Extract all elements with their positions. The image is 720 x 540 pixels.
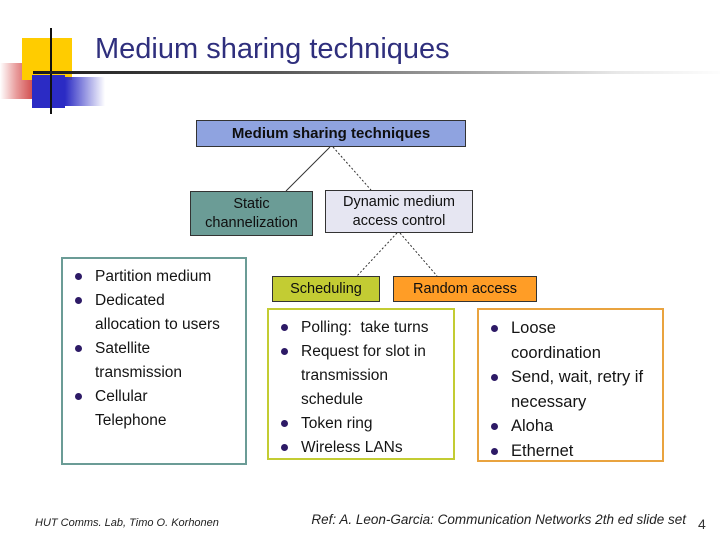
root-box-medium-sharing: Medium sharing techniques — [196, 120, 466, 147]
bullet-icon — [281, 444, 288, 451]
node-dynamic-medium-access-control: Dynamic medium access control — [325, 190, 473, 233]
list-item: Cellular Telephone — [73, 385, 241, 433]
list-item: Satellite transmission — [73, 337, 241, 385]
bullet-list: Loose coordination Send, wait, retry if … — [489, 316, 658, 463]
footer-reference: Ref: A. Leon-Garcia: Communication Netwo… — [311, 512, 686, 527]
bullet-icon — [75, 273, 82, 280]
header-divider — [33, 71, 720, 74]
list-item: Ethernet — [489, 439, 658, 464]
list-item-text: Polling: take turns — [301, 319, 429, 336]
bullet-icon — [75, 345, 82, 352]
bullet-icon — [491, 447, 498, 455]
list-item: Send, wait, retry if necessary — [489, 365, 658, 414]
bullet-icon — [281, 348, 288, 355]
list-item-text: Token ring — [301, 415, 373, 432]
list-item-text: Cellular Telephone — [95, 388, 167, 429]
bullet-icon — [491, 374, 498, 381]
slide-page-number: 4 — [698, 516, 706, 532]
list-item: Dedicated allocation to users — [73, 289, 241, 337]
list-item: Partition medium — [73, 265, 241, 289]
list-item: Wireless LANs — [279, 436, 449, 460]
bullet-icon — [281, 420, 288, 427]
node-static-channelization: Static channelization — [190, 191, 313, 236]
bullet-icon — [491, 325, 498, 332]
list-item: Loose coordination — [489, 316, 658, 365]
node-scheduling: Scheduling — [272, 276, 380, 302]
list-item-text: Satellite transmission — [95, 340, 182, 381]
scheduling-list: Polling: take turns Request for slot in … — [267, 308, 455, 460]
logo-blue-gradient — [65, 77, 105, 106]
list-item-text: Wireless LANs — [301, 439, 403, 456]
list-item: Polling: take turns — [279, 316, 449, 340]
bullet-icon — [75, 297, 82, 304]
connector-dynamic-random — [399, 232, 438, 277]
bullet-list: Polling: take turns Request for slot in … — [279, 316, 449, 460]
list-item: Request for slot in transmission schedul… — [279, 340, 449, 412]
node-random-access: Random access — [393, 276, 537, 302]
connector-root-static — [285, 146, 331, 192]
list-item-text: Send, wait, retry if necessary — [511, 368, 644, 411]
connector-root-dynamic — [332, 146, 372, 191]
footer-author: HUT Comms. Lab, Timo O. Korhonen — [35, 517, 219, 529]
bullet-list: Partition medium Dedicated allocation to… — [73, 265, 241, 433]
bullet-icon — [75, 393, 82, 400]
static-channelization-list: Partition medium Dedicated allocation to… — [61, 257, 247, 465]
list-item: Aloha — [489, 414, 658, 439]
list-item-text: Loose coordination — [511, 319, 601, 362]
list-item-text: Aloha — [511, 417, 554, 435]
random-access-list: Loose coordination Send, wait, retry if … — [477, 308, 664, 462]
slide-title: Medium sharing techniques — [95, 33, 450, 65]
list-item-text: Request for slot in transmission schedul… — [301, 343, 426, 408]
list-item-text: Partition medium — [95, 268, 212, 285]
list-item-text: Dedicated allocation to users — [95, 292, 220, 333]
list-item: Token ring — [279, 412, 449, 436]
bullet-icon — [491, 423, 498, 430]
logo-blue-square — [32, 75, 65, 108]
bullet-icon — [281, 324, 288, 331]
connector-dynamic-scheduling — [356, 232, 398, 277]
list-item-text: Ethernet — [511, 441, 574, 460]
